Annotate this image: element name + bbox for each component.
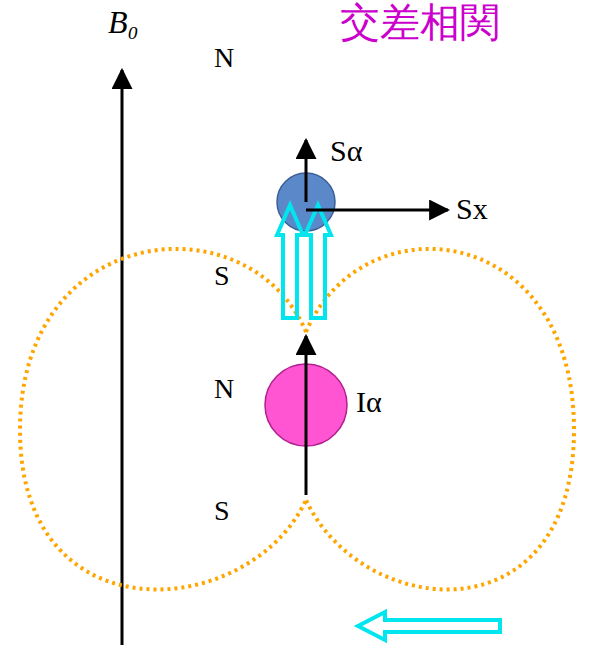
axis-label: Sx — [456, 194, 488, 224]
field-label: B₀ — [108, 6, 139, 38]
nuclear-spin-circle: Iα — [264, 363, 348, 447]
dipole-field-line — [306, 249, 574, 590]
title: 交差相関 — [340, 2, 500, 42]
spin-sphere — [265, 364, 347, 446]
field-axis — [121, 70, 124, 645]
circle-outline — [276, 172, 336, 232]
spin-label: Iα — [356, 387, 382, 417]
pole-label: N — [214, 44, 234, 72]
electron-spin-circle: Sα — [276, 172, 336, 232]
spin-label: Sα — [330, 136, 362, 166]
spin-sphere — [277, 173, 335, 231]
pole-label: S — [214, 262, 230, 290]
field-direction-arrow — [358, 612, 500, 640]
pole-label: N — [214, 375, 234, 403]
dipole-field-line — [20, 249, 306, 590]
circle-outline — [264, 363, 348, 447]
pole-label: S — [214, 497, 230, 525]
